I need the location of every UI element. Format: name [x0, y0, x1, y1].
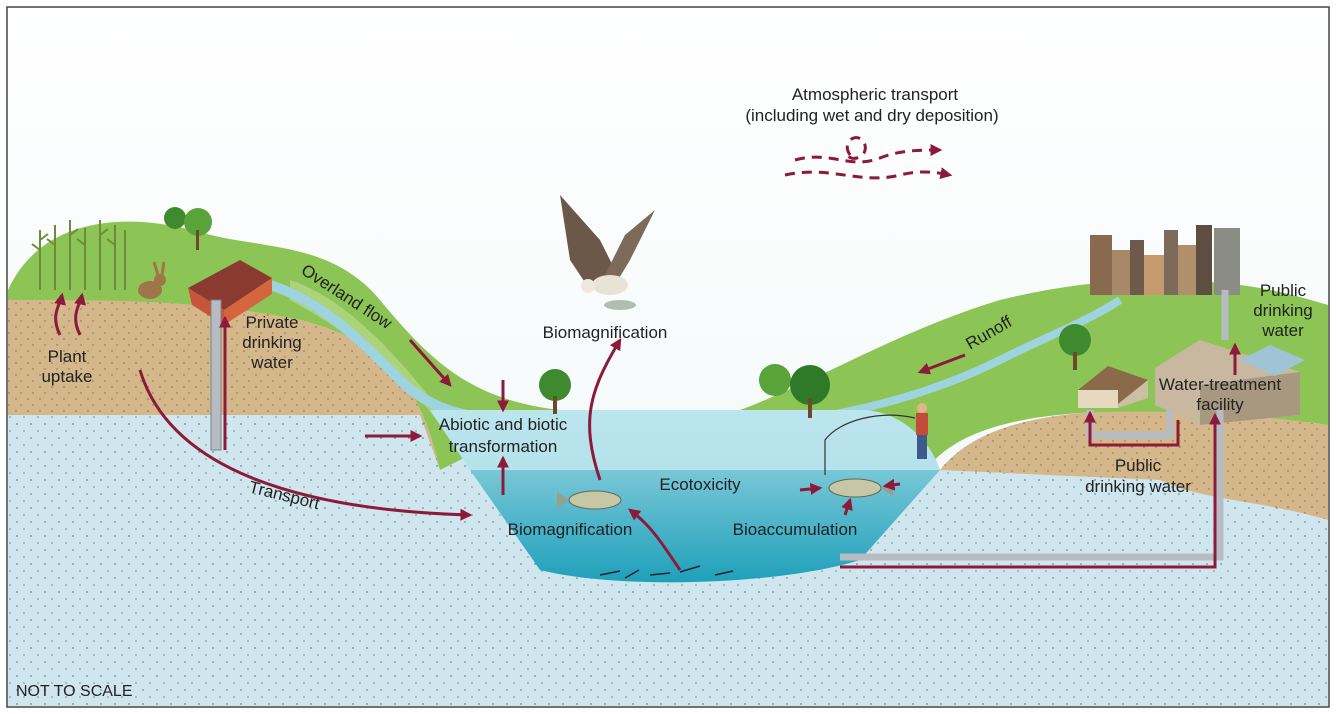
crop-icon — [31, 220, 126, 290]
public-water-top-label-3: water — [1261, 321, 1304, 340]
biomagnification-bottom-label: Biomagnification — [508, 520, 633, 539]
house-icon — [1078, 366, 1148, 408]
not-to-scale-label: NOT TO SCALE — [16, 683, 132, 700]
private-water-label-3: water — [250, 353, 293, 372]
ecotoxicity-label: Ecotoxicity — [659, 475, 741, 494]
treatment-facility-icon — [1155, 340, 1305, 425]
right-soil — [940, 410, 1328, 520]
water-treatment-label-1: Water-treatment — [1159, 375, 1281, 394]
bioaccumulation-label: Bioaccumulation — [733, 520, 858, 539]
osprey-icon — [560, 195, 655, 310]
right-stream — [799, 296, 1123, 424]
abiotic-label-1: Abiotic and biotic — [439, 415, 568, 434]
city-skyline-icon — [1090, 225, 1240, 295]
plant-uptake-label-1: Plant — [48, 347, 87, 366]
public-water-top-label-1: Public — [1260, 281, 1307, 300]
water-surface-band — [430, 410, 940, 470]
fish-icon — [557, 478, 893, 510]
public-water-bottom-label-1: Public — [1115, 456, 1162, 475]
biomagnification-top-label: Biomagnification — [543, 323, 668, 342]
public-water-bottom-label-2: drinking water — [1085, 477, 1191, 496]
tree-icon — [164, 207, 212, 250]
arrows — [54, 136, 1241, 571]
private-water-label-2: drinking — [242, 333, 302, 352]
well-pipe-icon — [210, 299, 222, 451]
tree-icon — [539, 364, 830, 418]
abiotic-label-2: transformation — [449, 437, 558, 456]
insect-icon — [599, 565, 734, 579]
private-water-label-1: Private — [246, 313, 299, 332]
water-treatment-label-2: facility — [1196, 395, 1244, 414]
tree-icon — [1059, 324, 1091, 370]
fisherman-icon — [824, 403, 928, 475]
atmospheric-label-1: Atmospheric transport — [792, 85, 959, 104]
rabbit-icon — [138, 261, 166, 299]
public-water-top-label-2: drinking — [1253, 301, 1313, 320]
plant-uptake-label-2: uptake — [41, 367, 92, 386]
atmospheric-label-2: (including wet and dry deposition) — [745, 106, 998, 125]
